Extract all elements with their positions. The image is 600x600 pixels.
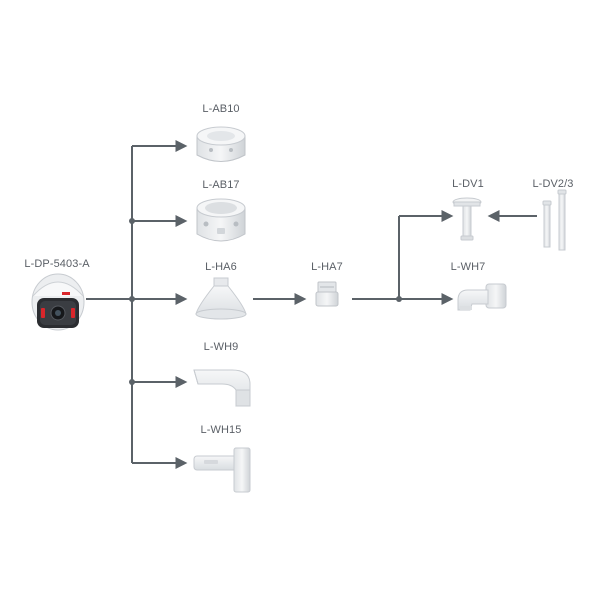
- label-l-wh9: L-WH9: [203, 341, 239, 353]
- wall-bracket-icon: [193, 369, 251, 407]
- label-l-wh15: L-WH15: [200, 424, 242, 436]
- label-l-ab10: L-AB10: [202, 103, 240, 115]
- label-l-ab17: L-AB17: [202, 179, 240, 191]
- ceiling-mount-icon: [452, 197, 482, 241]
- junction-dot: [396, 296, 402, 302]
- label-l-ha7: L-HA7: [311, 261, 343, 273]
- label-l-ha6: L-HA6: [205, 261, 237, 273]
- junction-box-icon: [196, 126, 246, 162]
- label-l-dv1: L-DV1: [452, 178, 484, 190]
- junction-dots: [129, 218, 402, 385]
- junction-dot: [129, 296, 135, 302]
- dome-camera-icon: [31, 273, 85, 331]
- wall-bracket-small-icon: [457, 283, 507, 311]
- connector-lines: [86, 140, 537, 469]
- adapter-icon: [315, 281, 339, 307]
- label-l-dp-5403-a: L-DP-5403-A: [24, 258, 90, 270]
- pendant-adapter-icon: [195, 277, 247, 320]
- extension-pole-icon: [542, 189, 567, 251]
- junction-dot: [129, 218, 135, 224]
- junction-dot: [129, 379, 135, 385]
- wall-bracket-long-icon: [193, 447, 251, 493]
- label-l-dv2-3: L-DV2/3: [532, 178, 574, 190]
- junction-box-tall-icon: [196, 198, 246, 242]
- label-l-wh7: L-WH7: [450, 261, 486, 273]
